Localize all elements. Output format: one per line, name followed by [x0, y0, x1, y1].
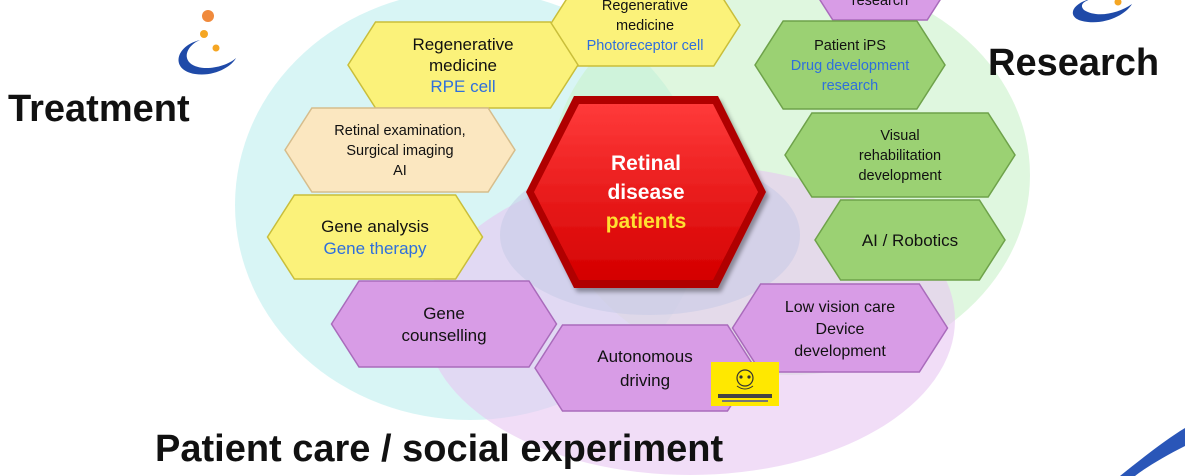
center-line-2: disease: [607, 181, 684, 204]
hex-ai-robotics: AI / Robotics: [814, 199, 1006, 281]
center-hexagon: [526, 96, 766, 288]
hex-low-vision-line-2: Device: [816, 321, 865, 338]
hex-patient-ips: Patient iPS Drug development research: [754, 20, 946, 110]
hex-gene-analysis-line-2: Gene therapy: [323, 239, 427, 258]
hex-gene-counselling-line-1: Gene: [423, 304, 465, 323]
hex-gene-counselling-line-2: counselling: [401, 326, 486, 345]
hex-retinal-exam-shape: [284, 107, 516, 193]
hex-patient-ips-line-3: research: [822, 78, 878, 94]
hex-ai-robotics-line-1: AI / Robotics: [862, 231, 958, 250]
hex-visual-rehab-line-3: development: [858, 168, 941, 184]
center-line-1: Retinal: [611, 152, 681, 175]
hex-visual-rehab-line-2: rehabilitation: [859, 148, 941, 164]
hex-gene-analysis-line-1: Gene analysis: [321, 217, 429, 236]
logo-swirl-icon-right: [1072, 0, 1132, 23]
center-line-3: patients: [606, 210, 687, 233]
hex-gene-counselling: Gene counselling: [330, 280, 558, 368]
hex-gene-analysis-shape: [266, 194, 484, 280]
hex-autonomous-line-1: Autonomous: [597, 347, 692, 366]
hex-gene-counselling-shape: [330, 280, 558, 368]
hex-research-top-shape: [819, 0, 941, 21]
hex-regen-rpe-line-1: Regenerative: [412, 35, 513, 54]
hex-visual-rehab: Visual rehabilitation development: [784, 112, 1016, 198]
hex-retinal-exam-line-2: Surgical imaging: [346, 143, 453, 159]
hex-regen-photoreceptor-line-1: Regenerative: [602, 0, 688, 14]
logo-swirl-icon: [178, 10, 236, 75]
hex-patient-ips-line-1: Patient iPS: [814, 38, 886, 54]
hex-regen-photoreceptor-line-3: Photoreceptor cell: [587, 38, 704, 54]
title-care: Patient care / social experiment: [155, 428, 724, 470]
hex-low-vision-line-3: development: [794, 343, 886, 360]
hex-patient-ips-line-2: Drug development: [791, 58, 910, 74]
hex-visual-rehab-shape: [784, 112, 1016, 198]
title-treatment: Treatment: [8, 88, 190, 130]
title-research: Research: [988, 42, 1160, 84]
hex-retinal-exam-line-3: AI: [393, 163, 407, 179]
hex-retinal-exam-line-1: Retinal examination,: [334, 123, 465, 139]
hex-autonomous: Autonomous driving: [534, 324, 756, 412]
hex-regen-rpe-line-2: medicine: [429, 56, 497, 75]
hex-regen-rpe-line-3: RPE cell: [430, 77, 495, 96]
hex-research-top: research: [819, 0, 941, 21]
hex-research-top-line-1: research: [852, 0, 908, 9]
hex-regen-photoreceptor-line-2: medicine: [616, 18, 674, 34]
hex-low-vision-line-1: Low vision care: [785, 299, 895, 316]
hex-ai-robotics-shape: [814, 199, 1006, 281]
hex-patient-ips-shape: [754, 20, 946, 110]
corner-stroke: [1120, 428, 1185, 476]
iseeing-badge-icon: [711, 362, 779, 406]
hex-autonomous-line-2: driving: [620, 371, 670, 390]
hex-visual-rehab-line-1: Visual: [880, 128, 919, 144]
